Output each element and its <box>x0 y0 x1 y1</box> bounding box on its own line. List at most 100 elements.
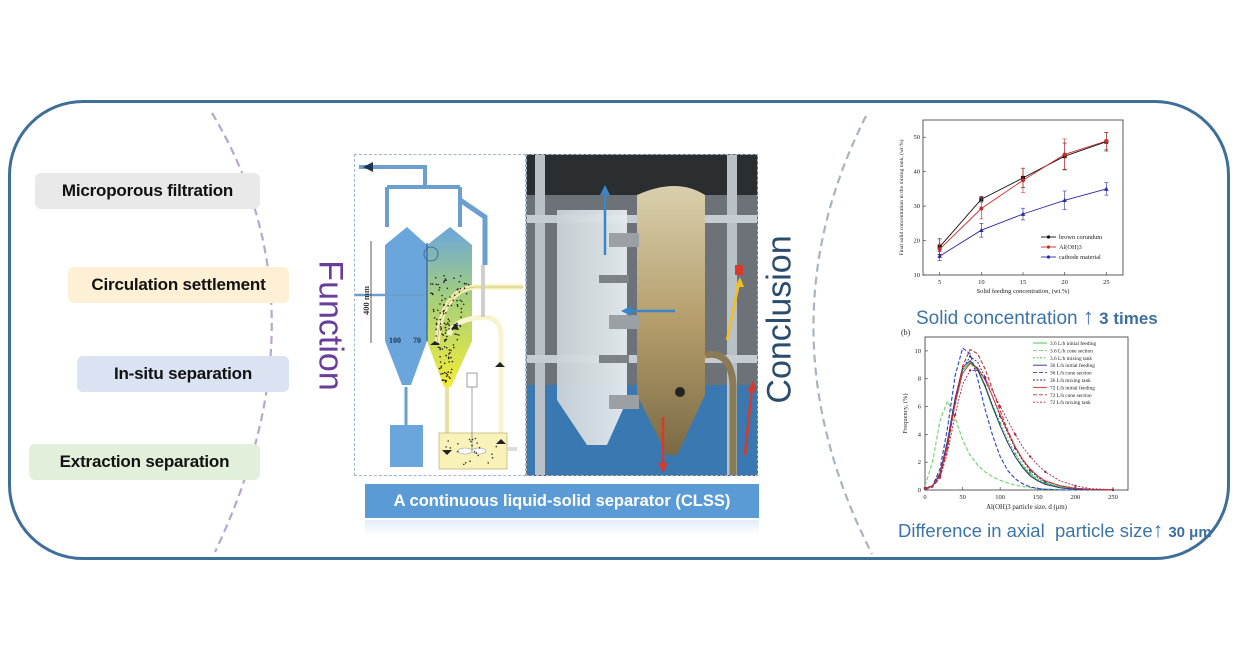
legend-label: 36 L/h mixing tank <box>1050 378 1091 384</box>
particle-dot <box>433 317 436 319</box>
particle-dot <box>441 294 443 297</box>
particle-dot <box>438 289 440 291</box>
particle-dot <box>446 322 449 324</box>
data-point <box>937 247 942 252</box>
particle-dot <box>431 292 434 295</box>
particle-dot <box>439 303 441 305</box>
function-item-label: In-situ separation <box>113 364 253 383</box>
particle-dot <box>456 450 459 453</box>
particle-dot <box>495 445 498 448</box>
particle-dot <box>443 281 445 283</box>
particle-dot <box>457 443 459 445</box>
y-tick-label: 8 <box>918 376 921 383</box>
particle-dot <box>439 346 441 349</box>
particle-dot <box>456 324 459 326</box>
outlet-pipe <box>359 165 460 189</box>
particle-dot <box>437 346 440 349</box>
particle-dot <box>458 334 460 336</box>
particle-dot <box>437 342 440 345</box>
particle-dot <box>447 305 449 307</box>
series-line <box>924 399 1113 491</box>
particle-dot <box>440 373 442 375</box>
particle-dot <box>439 323 442 325</box>
x-tick-label: 0 <box>923 494 926 501</box>
particle-dot <box>442 312 445 315</box>
data-point <box>968 369 972 372</box>
particle-dot <box>447 318 450 320</box>
legend-label: 3.6 L/h cone section <box>1050 348 1093 354</box>
particle-dot <box>444 381 447 383</box>
particle-dot <box>468 438 471 441</box>
particle-dot <box>453 323 455 326</box>
function-item-extraction-separation: Extraction separation <box>29 444 260 480</box>
particle-dot <box>463 463 465 466</box>
particle-dot <box>456 305 459 308</box>
clear-vessel <box>557 210 627 445</box>
particle-dot <box>469 460 471 463</box>
particle-dot <box>456 322 458 325</box>
x-tick-label: 200 <box>1070 494 1080 501</box>
particle-dot <box>471 444 473 447</box>
particle-dot <box>459 325 462 328</box>
data-point <box>1014 433 1017 436</box>
particle-dot <box>453 294 456 296</box>
y-tick-label: 0 <box>918 487 921 494</box>
particle-dot <box>442 379 445 381</box>
x-tick-label: 15 <box>1020 279 1027 286</box>
highlight-solid-concentration: Solid concentration ↑ 3 times <box>916 304 1158 330</box>
y-tick-label: 50 <box>914 134 921 141</box>
particle-dot <box>443 304 445 307</box>
highlight-text: Solid concentration <box>916 308 1078 329</box>
particle-dot <box>471 438 474 441</box>
particle-dot <box>439 348 442 351</box>
particle-dot <box>443 275 445 277</box>
particle-dot <box>434 276 437 279</box>
particle-dot <box>448 320 451 322</box>
data-point <box>937 253 942 258</box>
collection-tank <box>390 425 423 467</box>
particle-dot <box>465 292 468 295</box>
particle-dot <box>440 367 442 369</box>
data-point <box>923 486 927 490</box>
particle-dot <box>458 280 461 283</box>
function-title: Function <box>311 260 350 391</box>
particle-dot <box>449 296 451 298</box>
particle-dot <box>435 328 437 331</box>
particle-dot <box>440 327 442 330</box>
particle-dot <box>430 283 432 285</box>
particle-dot <box>460 316 462 318</box>
legend-label: cathode material <box>1059 254 1101 261</box>
legend-label: 36 L/h initial feeding <box>1050 362 1095 369</box>
up-arrow-icon: ↑ <box>1082 304 1094 329</box>
caption-reflection <box>365 520 759 536</box>
particle-dot <box>450 349 452 352</box>
particle-dot <box>460 307 463 310</box>
yellow-arrow <box>725 282 741 341</box>
data-point <box>1062 197 1067 203</box>
particle-dot <box>440 365 443 368</box>
outer-frame <box>8 100 1230 560</box>
particle-dot <box>442 334 445 336</box>
particle-dot <box>478 447 481 449</box>
particle-dot <box>441 348 444 350</box>
data-point <box>1044 470 1047 474</box>
particle-dot <box>445 372 448 375</box>
particle-dot <box>445 380 447 382</box>
particle-dot <box>465 283 468 285</box>
particle-dot <box>438 286 441 289</box>
particle-dot <box>474 437 477 440</box>
legend-label: Al(OH)3 <box>1059 244 1082 251</box>
particle-dot <box>491 453 493 456</box>
highlight-value: 30 μm <box>1168 524 1212 541</box>
x-tick-label: 20 <box>1061 279 1068 286</box>
right-vessel <box>427 227 472 387</box>
legend-label: 36 L/h cone section <box>1050 371 1092 377</box>
data-point <box>1104 186 1109 191</box>
particle-dot <box>445 338 448 341</box>
particle-dot <box>440 329 442 331</box>
photo-illustration <box>527 155 757 475</box>
up-arrow-icon: ↑ <box>1152 519 1164 542</box>
particle-dot <box>435 322 438 325</box>
particle-dot <box>443 346 446 348</box>
